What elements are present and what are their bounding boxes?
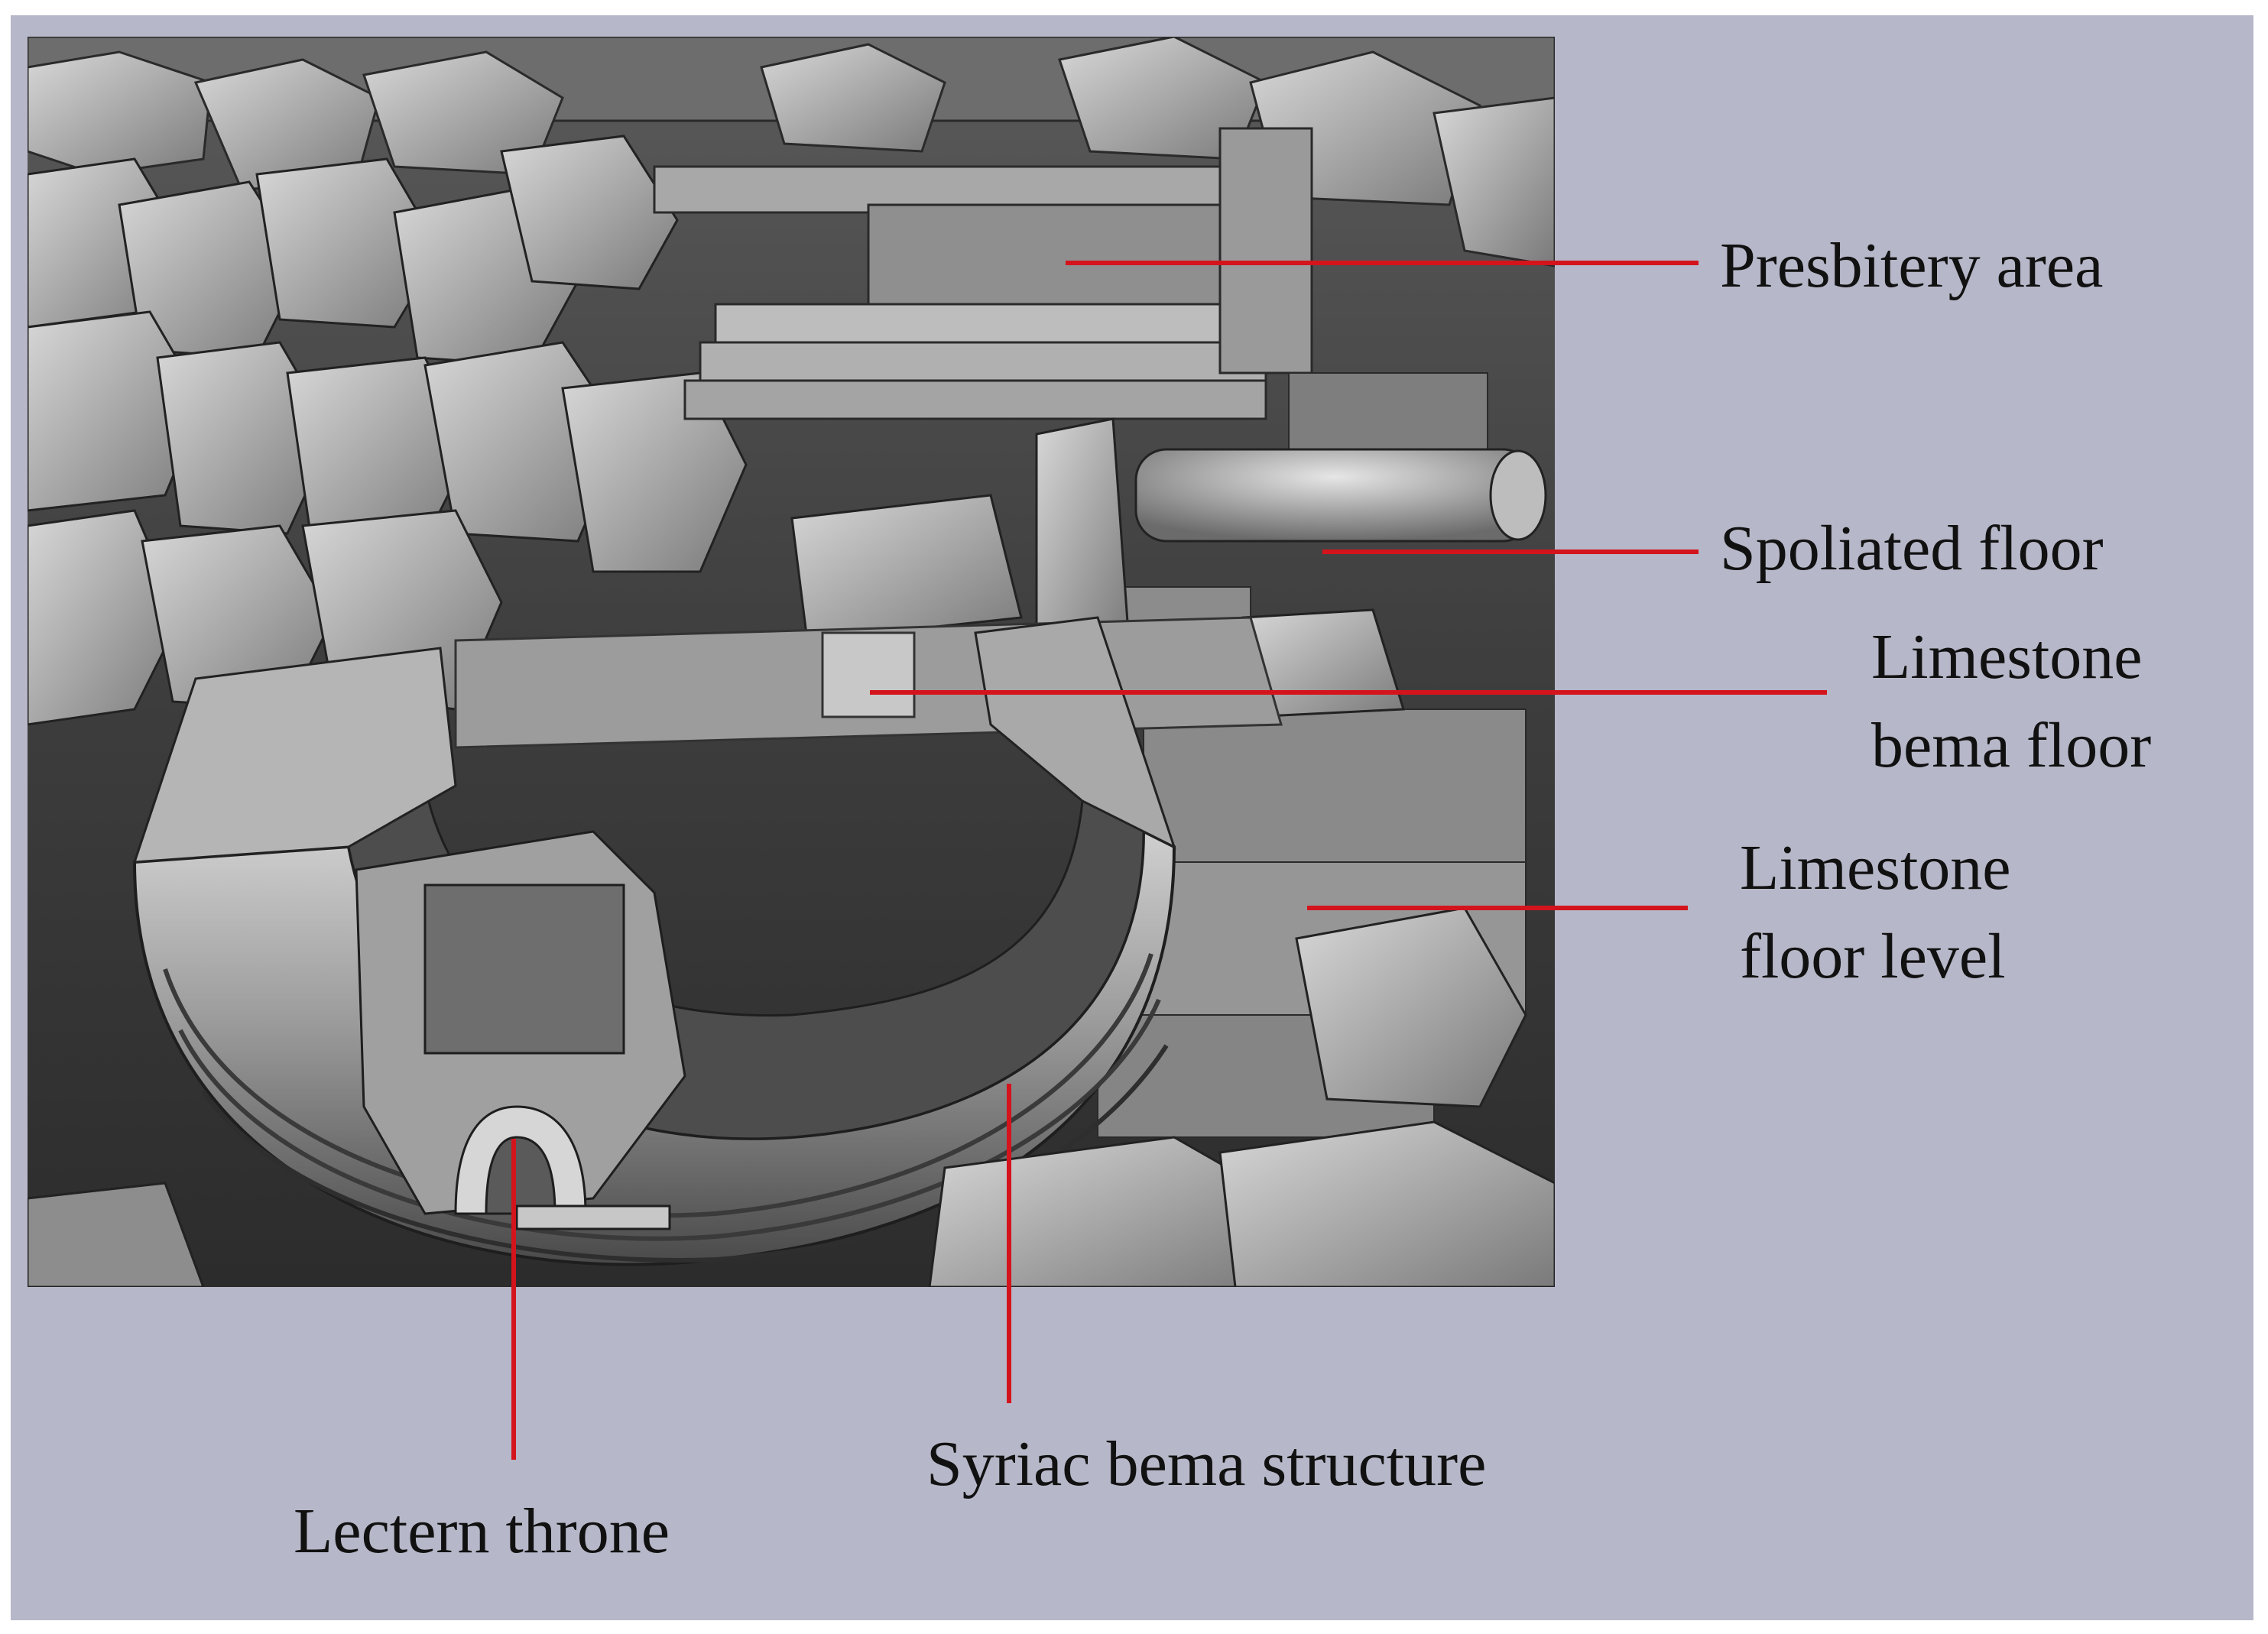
rubble-bottom-left bbox=[28, 1182, 205, 1287]
label-presbitery-area: Presbitery area bbox=[1720, 230, 2104, 301]
rubble-top bbox=[28, 37, 1555, 267]
fallen-column bbox=[1134, 448, 1547, 543]
label-floor-level-line2: floor level bbox=[1740, 921, 2006, 992]
ruins-photograph bbox=[28, 37, 1555, 1287]
label-floor-level-line1: Limestone bbox=[1740, 832, 2011, 903]
label-bema-floor-line2: bema floor bbox=[1871, 710, 2152, 781]
label-spoliated-floor: Spoliated floor bbox=[1720, 513, 2104, 584]
lectern-throne bbox=[355, 830, 686, 1230]
rubble-left bbox=[28, 135, 748, 726]
label-syriac-bema-structure: Syriac bema structure bbox=[926, 1428, 1487, 1499]
presbitery-steps bbox=[653, 127, 1313, 420]
label-lectern-throne: Lectern throne bbox=[294, 1496, 670, 1567]
rubble-bottom-right bbox=[928, 906, 1555, 1287]
label-bema-floor-line1: Limestone bbox=[1871, 621, 2143, 692]
bema-floor-band bbox=[454, 616, 1283, 749]
